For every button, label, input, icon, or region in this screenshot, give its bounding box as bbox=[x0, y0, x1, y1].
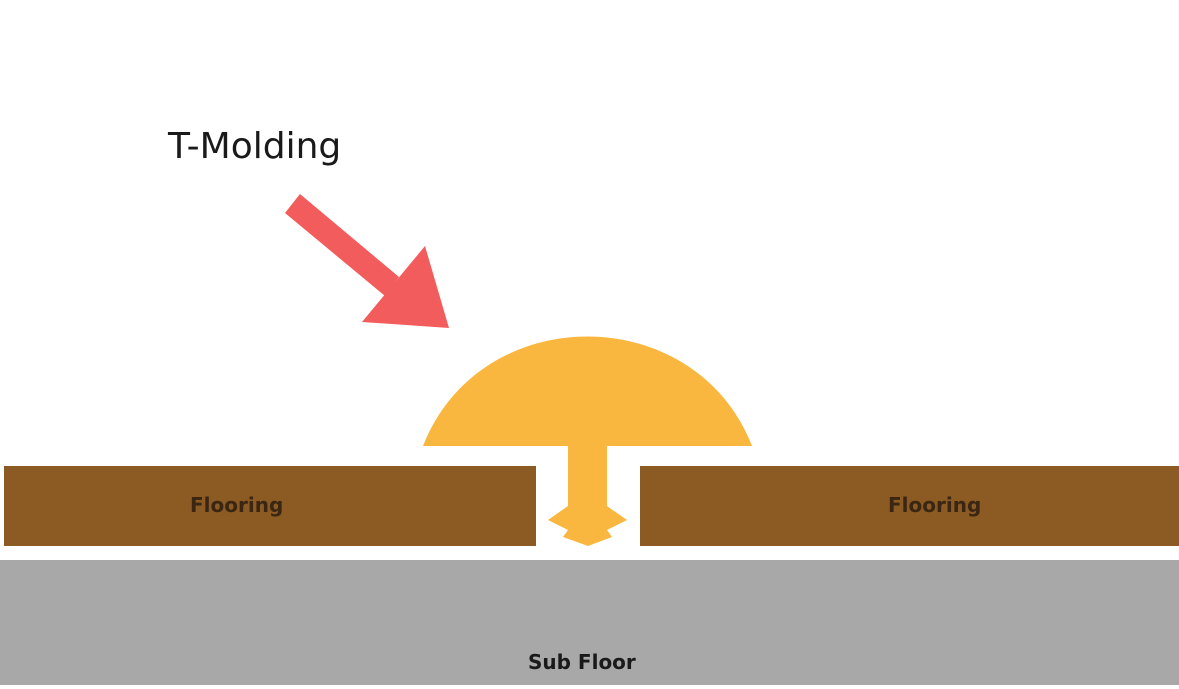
pointer-arrow bbox=[285, 194, 449, 328]
subfloor-label: Sub Floor bbox=[528, 650, 636, 674]
t-molding-stem bbox=[548, 446, 627, 546]
flooring-right-label: Flooring bbox=[888, 493, 982, 517]
t-molding-cap bbox=[423, 336, 752, 446]
t-molding-label: T-Molding bbox=[168, 126, 342, 167]
flooring-left-label: Flooring bbox=[190, 493, 284, 517]
flooring-board-right bbox=[640, 466, 1179, 546]
arrow-shaft bbox=[285, 194, 399, 296]
subfloor-slab bbox=[0, 560, 1179, 685]
arrow-head bbox=[362, 246, 449, 328]
flooring-board-left bbox=[4, 466, 536, 546]
